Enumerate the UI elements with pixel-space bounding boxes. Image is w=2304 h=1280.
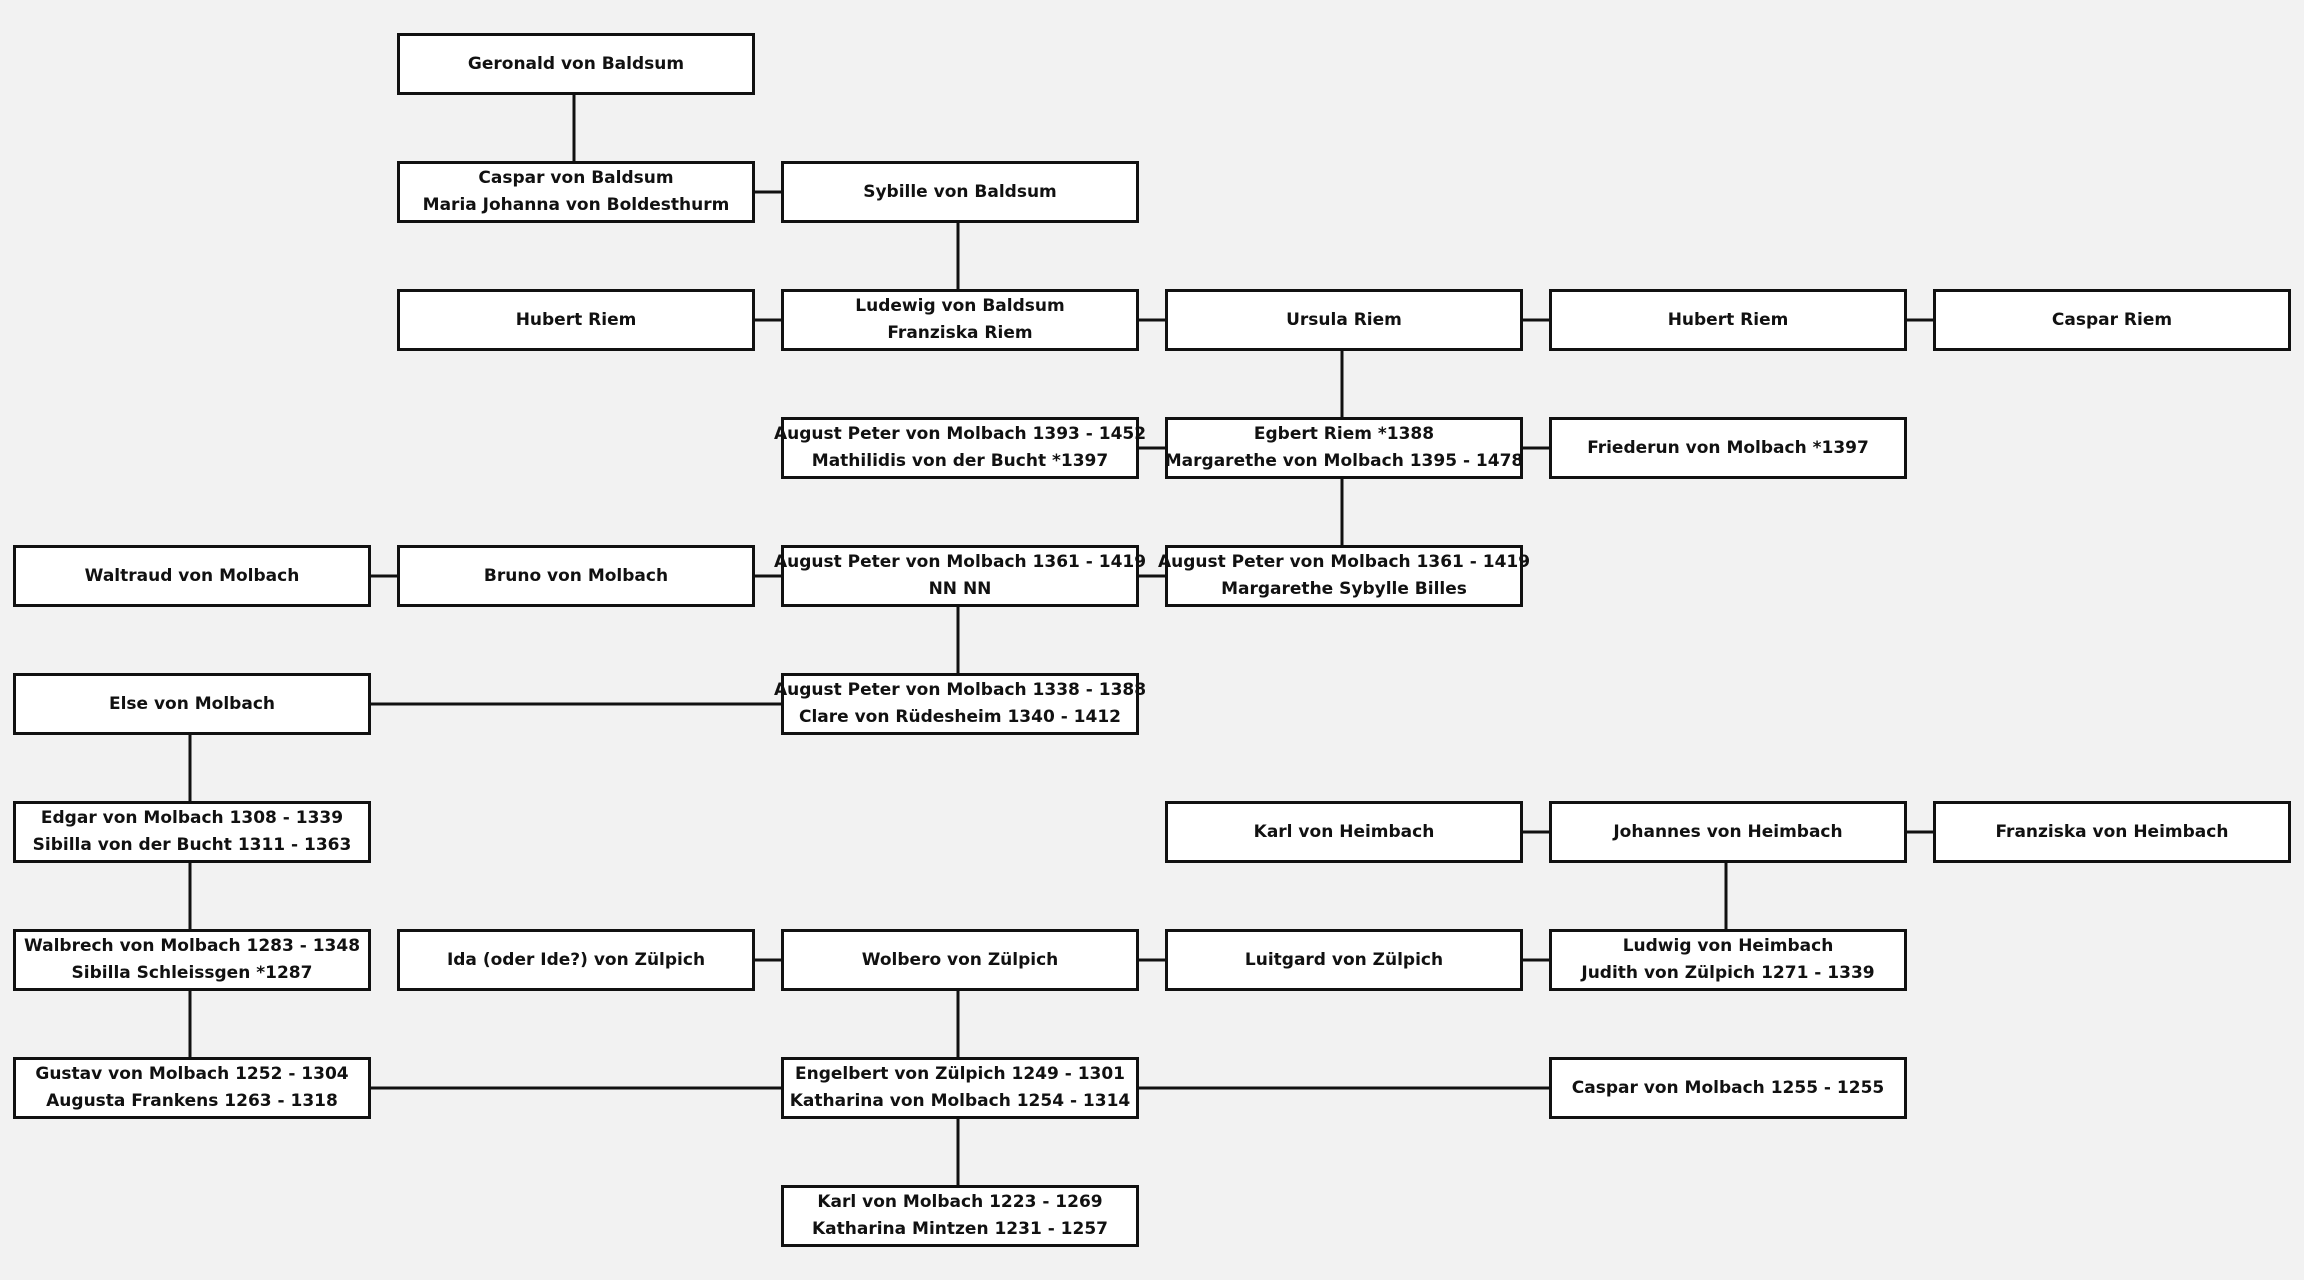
person-name: Franziska von Heimbach bbox=[1995, 821, 2229, 842]
person-name: Caspar von Baldsum bbox=[478, 168, 674, 188]
person-box-august-peter-1361-nn: August Peter von Molbach 1361 - 1419 NN … bbox=[774, 545, 1146, 607]
spouse-name: Katharina von Molbach 1254 - 1314 bbox=[789, 1091, 1131, 1111]
person-name: Edgar von Molbach 1308 - 1339 bbox=[40, 808, 344, 828]
person-name: Waltraud von Molbach bbox=[84, 565, 300, 586]
person-box-wolbero-von-zuelpich: Wolbero von Zülpich bbox=[781, 929, 1139, 991]
person-box-karl-von-molbach: Karl von Molbach 1223 - 1269 Katharina M… bbox=[781, 1185, 1139, 1247]
person-name: Hubert Riem bbox=[1667, 309, 1789, 330]
person-box-walbrech-von-molbach: Walbrech von Molbach 1283 - 1348 Sibilla… bbox=[13, 929, 371, 991]
spouse-name: Augusta Frankens 1263 - 1318 bbox=[46, 1091, 338, 1111]
person-box-waltraud-von-molbach: Waltraud von Molbach bbox=[13, 545, 371, 607]
person-name: Caspar Riem bbox=[2051, 309, 2173, 330]
person-box-caspar-von-molbach: Caspar von Molbach 1255 - 1255 bbox=[1549, 1057, 1907, 1119]
person-name: Karl von Molbach 1223 - 1269 bbox=[817, 1192, 1103, 1212]
person-name: Ludewig von Baldsum bbox=[855, 296, 1065, 316]
person-box-luitgard-von-zuelpich: Luitgard von Zülpich bbox=[1165, 929, 1523, 991]
spouse-name: Sibilla von der Bucht 1311 - 1363 bbox=[32, 835, 352, 855]
person-box-caspar-riem: Caspar Riem bbox=[1933, 289, 2291, 351]
person-box-hubert-riem-right: Hubert Riem bbox=[1549, 289, 1907, 351]
person-name: Ursula Riem bbox=[1286, 309, 1402, 330]
person-box-august-peter-1361-billes: August Peter von Molbach 1361 - 1419 Mar… bbox=[1158, 545, 1530, 607]
person-box-johannes-von-heimbach: Johannes von Heimbach bbox=[1549, 801, 1907, 863]
spouse-name: Margarethe Sybylle Billes bbox=[1221, 579, 1467, 599]
spouse-name: NN NN bbox=[928, 579, 992, 599]
person-box-friederun-von-molbach: Friederun von Molbach *1397 bbox=[1549, 417, 1907, 479]
person-name: Johannes von Heimbach bbox=[1613, 821, 1843, 842]
person-name: Caspar von Molbach 1255 - 1255 bbox=[1571, 1077, 1885, 1098]
person-name: August Peter von Molbach 1361 - 1419 bbox=[1157, 552, 1531, 572]
person-box-august-peter-1338: August Peter von Molbach 1338 - 1388 Cla… bbox=[774, 673, 1146, 735]
person-name: Geronald von Baldsum bbox=[467, 53, 685, 74]
spouse-name: Margarethe von Molbach 1395 - 1478 bbox=[1164, 451, 1524, 471]
person-box-hubert-riem-left: Hubert Riem bbox=[397, 289, 755, 351]
person-name: Ida (oder Ide?) von Zülpich bbox=[446, 949, 706, 970]
person-name: August Peter von Molbach 1338 - 1388 bbox=[773, 680, 1147, 700]
person-name: Wolbero von Zülpich bbox=[861, 949, 1059, 970]
person-box-franziska-von-heimbach: Franziska von Heimbach bbox=[1933, 801, 2291, 863]
person-name: Else von Molbach bbox=[108, 693, 276, 714]
person-name: Ludwig von Heimbach bbox=[1622, 936, 1834, 956]
person-box-else-von-molbach: Else von Molbach bbox=[13, 673, 371, 735]
person-box-edgar-von-molbach: Edgar von Molbach 1308 - 1339 Sibilla vo… bbox=[13, 801, 371, 863]
person-box-ursula-riem: Ursula Riem bbox=[1165, 289, 1523, 351]
person-name: Walbrech von Molbach 1283 - 1348 bbox=[23, 936, 361, 956]
person-name: Bruno von Molbach bbox=[483, 565, 669, 586]
person-box-bruno-von-molbach: Bruno von Molbach bbox=[397, 545, 755, 607]
person-box-ludwig-von-heimbach: Ludwig von Heimbach Judith von Zülpich 1… bbox=[1549, 929, 1907, 991]
person-name: Gustav von Molbach 1252 - 1304 bbox=[35, 1064, 349, 1084]
person-box-geronald-von-baldsum: Geronald von Baldsum bbox=[397, 33, 755, 95]
spouse-name: Judith von Zülpich 1271 - 1339 bbox=[1581, 963, 1875, 983]
spouse-name: Franziska Riem bbox=[887, 323, 1033, 343]
person-name: Karl von Heimbach bbox=[1253, 821, 1435, 842]
person-box-karl-von-heimbach: Karl von Heimbach bbox=[1165, 801, 1523, 863]
person-name: Sybille von Baldsum bbox=[863, 181, 1057, 202]
person-name: August Peter von Molbach 1361 - 1419 bbox=[773, 552, 1147, 572]
spouse-name: Katharina Mintzen 1231 - 1257 bbox=[812, 1219, 1108, 1239]
spouse-name: Sibilla Schleissgen *1287 bbox=[71, 963, 313, 983]
person-name: Engelbert von Zülpich 1249 - 1301 bbox=[794, 1064, 1126, 1084]
spouse-name: Clare von Rüdesheim 1340 - 1412 bbox=[798, 707, 1121, 727]
person-box-gustav-von-molbach: Gustav von Molbach 1252 - 1304 Augusta F… bbox=[13, 1057, 371, 1119]
person-box-ludewig-von-baldsum: Ludewig von Baldsum Franziska Riem bbox=[781, 289, 1139, 351]
person-name: Hubert Riem bbox=[515, 309, 637, 330]
person-name: August Peter von Molbach 1393 - 1452 bbox=[773, 424, 1147, 444]
person-name: Luitgard von Zülpich bbox=[1244, 949, 1444, 970]
spouse-name: Maria Johanna von Boldesthurm bbox=[422, 195, 730, 215]
person-box-caspar-von-baldsum: Caspar von Baldsum Maria Johanna von Bol… bbox=[397, 161, 755, 223]
person-box-egbert-riem: Egbert Riem *1388 Margarethe von Molbach… bbox=[1165, 417, 1523, 479]
person-box-engelbert-von-zuelpich: Engelbert von Zülpich 1249 - 1301 Kathar… bbox=[781, 1057, 1139, 1119]
person-box-sybille-von-baldsum: Sybille von Baldsum bbox=[781, 161, 1139, 223]
person-name: Friederun von Molbach *1397 bbox=[1587, 437, 1869, 458]
person-name: Egbert Riem *1388 bbox=[1253, 424, 1435, 444]
person-box-ida-von-zuelpich: Ida (oder Ide?) von Zülpich bbox=[397, 929, 755, 991]
person-box-august-peter-1393: August Peter von Molbach 1393 - 1452 Mat… bbox=[774, 417, 1146, 479]
spouse-name: Mathilidis von der Bucht *1397 bbox=[811, 451, 1109, 471]
